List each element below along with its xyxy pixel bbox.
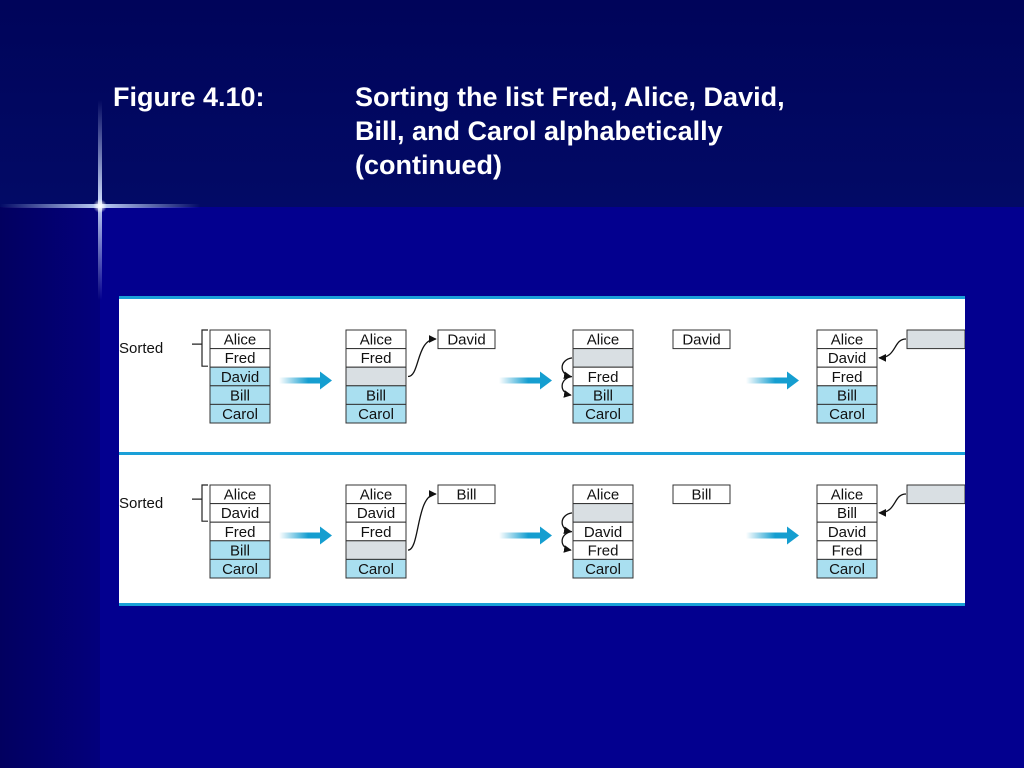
list-cell bbox=[572, 503, 634, 523]
sorted-bracket bbox=[192, 484, 208, 522]
list-cell-text: Alice bbox=[831, 332, 864, 349]
step-arrow bbox=[746, 526, 799, 545]
list-cell bbox=[572, 348, 634, 368]
rule-bottom bbox=[119, 603, 965, 606]
lift-arrow bbox=[407, 335, 437, 378]
list-cell-text: Fred bbox=[361, 350, 392, 367]
list-cell-text: Alice bbox=[224, 332, 257, 349]
rule-top bbox=[119, 296, 965, 299]
sorted-bracket bbox=[192, 329, 208, 367]
list-cell-text: Fred bbox=[361, 524, 392, 541]
list-cell bbox=[345, 403, 407, 424]
held-entry-box bbox=[906, 484, 965, 505]
held-entry-text: Bill bbox=[456, 487, 476, 504]
step-arrow bbox=[746, 371, 799, 390]
held-entry-box bbox=[437, 329, 496, 350]
list-cell-text: Carol bbox=[585, 406, 621, 423]
lift-arrow bbox=[407, 490, 437, 551]
list-cell-text: David bbox=[584, 524, 622, 541]
insert-arrow bbox=[878, 338, 907, 362]
list-cell-text: Fred bbox=[225, 350, 256, 367]
list-cell-text: Bill bbox=[366, 387, 386, 404]
figure-label: Figure 4.10: bbox=[113, 82, 265, 112]
shift-arrow bbox=[561, 512, 573, 535]
list-cell-text: Alice bbox=[360, 332, 393, 349]
list-cell bbox=[345, 558, 407, 579]
list-cell-text: David bbox=[357, 505, 395, 522]
sorted-label: Sorted bbox=[119, 340, 163, 357]
list-cell bbox=[209, 558, 271, 579]
list-cell-text: Alice bbox=[224, 487, 257, 504]
list-cell-text: Fred bbox=[225, 524, 256, 541]
list-cell-text: Carol bbox=[358, 406, 394, 423]
list-cell-text: Alice bbox=[831, 487, 864, 504]
list-cell bbox=[345, 540, 407, 560]
list-cell-text: Fred bbox=[832, 369, 863, 386]
list-cell-text: Bill bbox=[837, 387, 857, 404]
list-cell-text: Bill bbox=[837, 505, 857, 522]
list-cell-text: Bill bbox=[230, 387, 250, 404]
lens-flare-center bbox=[93, 199, 107, 213]
list-cell-text: Carol bbox=[222, 406, 258, 423]
list-cell-text: Bill bbox=[593, 387, 613, 404]
list-cell-text: David bbox=[828, 524, 866, 541]
list-cell-text: Carol bbox=[829, 406, 865, 423]
list-cell-text: Bill bbox=[230, 542, 250, 559]
list-cell bbox=[572, 558, 634, 579]
list-cell-text: Carol bbox=[222, 561, 258, 578]
shift-arrow bbox=[561, 530, 573, 553]
shift-arrow bbox=[561, 375, 573, 398]
held-entry-box bbox=[437, 484, 496, 505]
held-entry-box bbox=[672, 484, 731, 505]
held-entry-text: David bbox=[447, 332, 485, 349]
list-cell bbox=[816, 558, 878, 579]
title-line-3: (continued) bbox=[355, 150, 502, 180]
list-cell-text: Carol bbox=[358, 561, 394, 578]
list-cell bbox=[209, 403, 271, 424]
held-entry-text: David bbox=[682, 332, 720, 349]
list-cell-text: Fred bbox=[588, 542, 619, 559]
shift-arrow bbox=[561, 357, 573, 380]
title-line-2: Bill, and Carol alphabetically bbox=[355, 116, 723, 146]
list-cell-text: Alice bbox=[587, 487, 620, 504]
step-arrow bbox=[279, 526, 332, 545]
list-cell-text: David bbox=[828, 350, 866, 367]
list-cell-text: Fred bbox=[588, 369, 619, 386]
list-cell bbox=[816, 403, 878, 424]
list-cell-text: Carol bbox=[585, 561, 621, 578]
list-cell bbox=[345, 366, 407, 387]
sorted-label: Sorted bbox=[119, 495, 163, 512]
step-arrow bbox=[499, 526, 552, 545]
title-line-1: Sorting the list Fred, Alice, David, bbox=[355, 82, 785, 112]
list-cell bbox=[572, 403, 634, 424]
list-cell-text: David bbox=[221, 369, 259, 386]
list-cell-text: Alice bbox=[360, 487, 393, 504]
step-arrow bbox=[279, 371, 332, 390]
list-cell-text: Fred bbox=[832, 542, 863, 559]
held-entry-text: Bill bbox=[691, 487, 711, 504]
list-cell-text: Alice bbox=[587, 332, 620, 349]
list-cell-text: Carol bbox=[829, 561, 865, 578]
held-entry-box bbox=[672, 329, 731, 350]
insert-arrow bbox=[878, 493, 907, 517]
slide-title: Sorting the list Fred, Alice, David, Bil… bbox=[355, 80, 915, 182]
rule-middle bbox=[119, 452, 965, 455]
held-entry-box bbox=[906, 329, 965, 350]
list-cell-text: David bbox=[221, 505, 259, 522]
step-arrow bbox=[499, 371, 552, 390]
title-band bbox=[0, 0, 1024, 207]
